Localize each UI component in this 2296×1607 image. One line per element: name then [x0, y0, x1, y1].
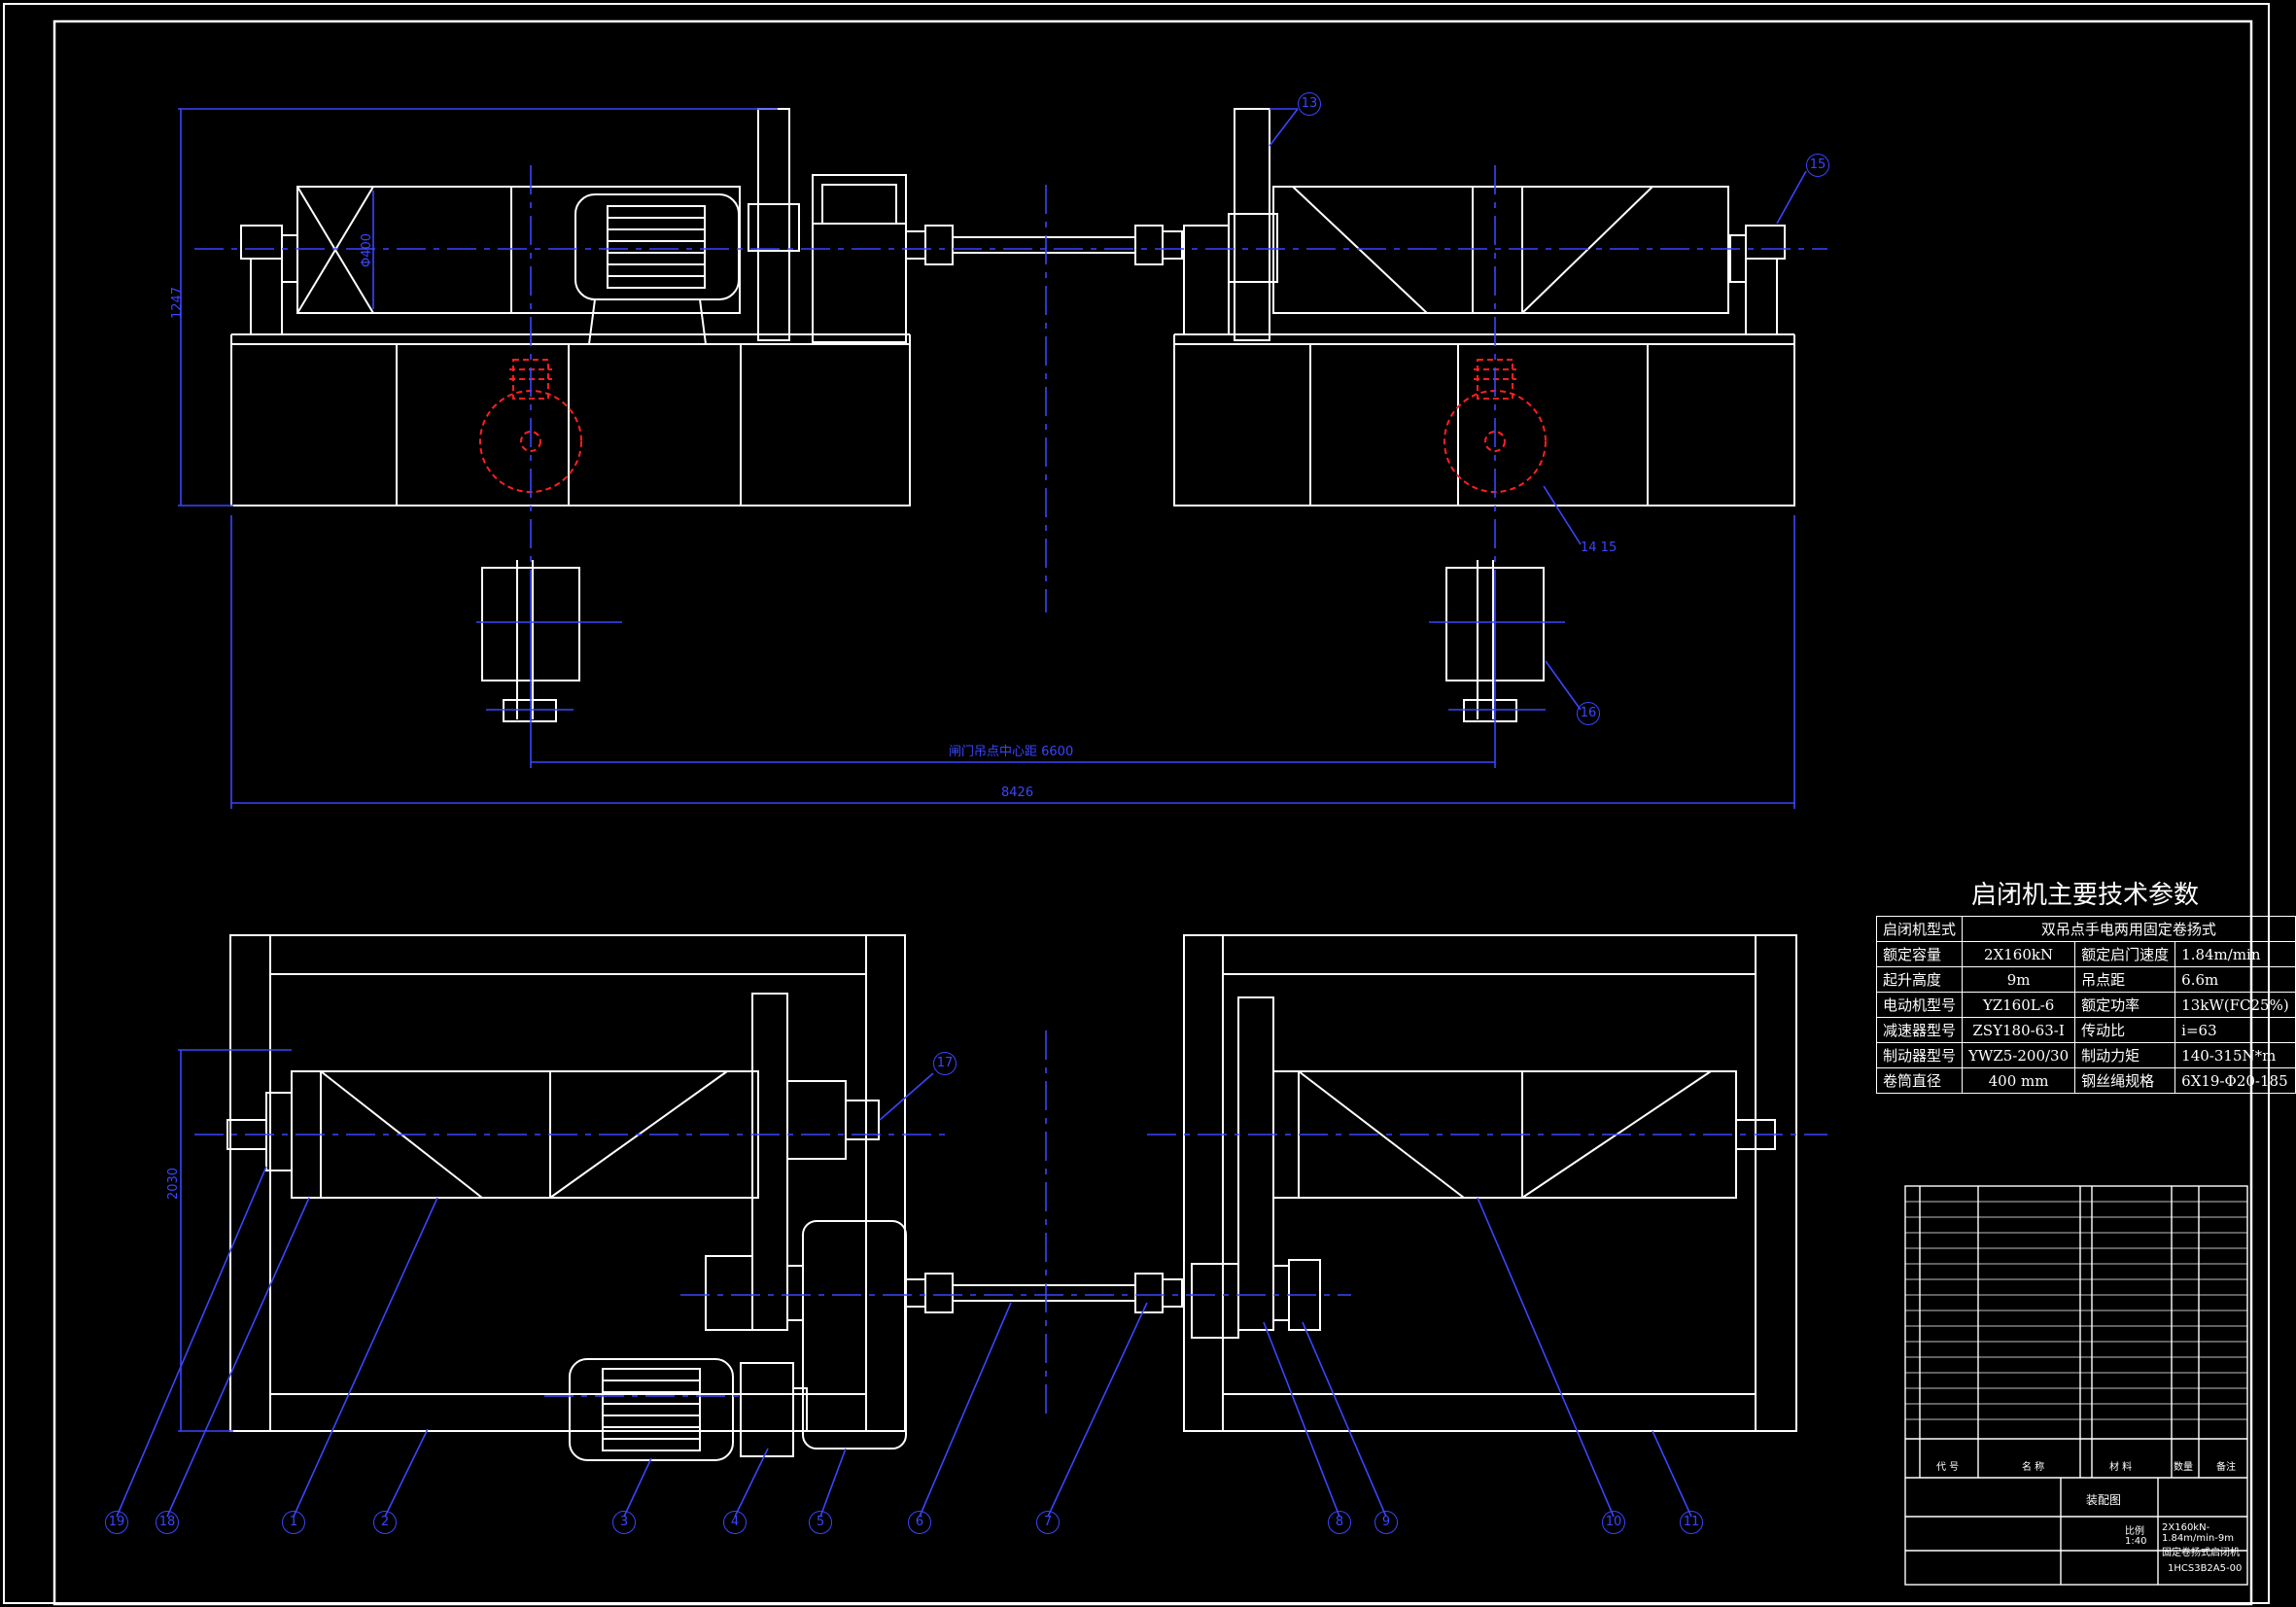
- spec-value: 双吊点手电两用固定卷扬式: [1962, 916, 2296, 942]
- spec-label: 额定启门速度: [2074, 941, 2176, 967]
- spec-value: 1.84m/min: [2174, 941, 2296, 967]
- callout-17: 17: [933, 1052, 957, 1075]
- spec-row: 制动器型号 YWZ5-200/30 制动力矩 140-315N*m: [1875, 1042, 2296, 1068]
- right-base-frame: [1173, 343, 1795, 507]
- dim-gate-center: 闸门吊点中心距 6600: [949, 745, 1074, 759]
- callout-1: 1: [282, 1511, 305, 1534]
- spec-row: 卷筒直径 400 mm 钢丝绳规格 6X19-Φ20-185: [1875, 1067, 2296, 1094]
- spec-value: 400 mm: [1962, 1067, 2076, 1094]
- tb-remark-label: 备注: [2216, 1462, 2236, 1473]
- left-gear-column: [757, 108, 790, 341]
- callout-6: 6: [908, 1511, 931, 1534]
- callout-19: 19: [105, 1511, 128, 1534]
- spec-value: 6.6m: [2174, 966, 2296, 993]
- left-reducer: [812, 174, 907, 343]
- spec-row: 启闭机型式 双吊点手电两用固定卷扬式: [1875, 916, 2296, 942]
- spec-value: ZSY180-63-I: [1962, 1017, 2076, 1043]
- callout-8: 8: [1328, 1511, 1351, 1534]
- spec-label: 传动比: [2074, 1017, 2176, 1043]
- spec-label: 起升高度: [1875, 966, 1964, 993]
- right-drum-side: [1272, 186, 1729, 314]
- spec-table: 启闭机型式 双吊点手电两用固定卷扬式 额定容量 2X160kN 额定启门速度 1…: [1875, 916, 2296, 1094]
- callout-18: 18: [156, 1511, 179, 1534]
- spec-label: 启闭机型式: [1875, 916, 1964, 942]
- left-gear-plan: [751, 993, 788, 1331]
- spec-value: i=63: [2174, 1017, 2296, 1043]
- dim-drum-dia: Φ400: [360, 232, 375, 268]
- spec-label: 吊点距: [2074, 966, 2176, 993]
- callout-5: 5: [809, 1511, 832, 1534]
- callout-7: 7: [1036, 1511, 1060, 1534]
- plan-dimension-lines: [116, 1031, 1827, 1518]
- right-gear-plan: [1237, 996, 1274, 1331]
- callout-15: 15: [1806, 154, 1829, 177]
- spec-value: YWZ5-200/30: [1962, 1042, 2076, 1068]
- spec-row: 额定容量 2X160kN 额定启门速度 1.84m/min: [1875, 941, 2296, 967]
- spec-value: 6X19-Φ20-185: [2174, 1067, 2296, 1094]
- tb-qty-label: 数量: [2174, 1462, 2193, 1473]
- spec-label: 卷筒直径: [1875, 1067, 1964, 1094]
- callout-3: 3: [612, 1511, 636, 1534]
- spec-value: 13kW(FC25%): [2174, 992, 2296, 1018]
- callout-11: 11: [1680, 1511, 1703, 1534]
- spec-label: 额定容量: [1875, 941, 1964, 967]
- spec-label: 电动机型号: [1875, 992, 1964, 1018]
- top-dimension-lines: [178, 108, 1827, 809]
- callout-2: 2: [373, 1511, 397, 1534]
- callout-4: 4: [723, 1511, 747, 1534]
- bottom-motor: [569, 1358, 734, 1461]
- tb-name-label: 名 称: [2022, 1462, 2045, 1473]
- right-plan-frame: [1183, 934, 1797, 1432]
- spec-value: 9m: [1962, 966, 2076, 993]
- left-motor: [574, 193, 740, 300]
- right-gear-column: [1234, 108, 1270, 341]
- spec-row: 电动机型号 YZ160L-6 额定功率 13kW(FC25%): [1875, 992, 2296, 1018]
- spec-label: 减速器型号: [1875, 1017, 1964, 1043]
- tb-scale-label: 比例: [2125, 1526, 2144, 1537]
- callout-13: 13: [1298, 92, 1321, 116]
- spec-table-title: 启闭机主要技术参数: [1970, 881, 2199, 910]
- left-plan-frame: [229, 934, 906, 1432]
- tb-code-label: 代 号: [1936, 1462, 1960, 1473]
- plan-view: [226, 934, 1797, 1461]
- left-base-frame: [230, 343, 911, 507]
- spec-row: 起升高度 9m 吊点距 6.6m: [1875, 966, 2296, 993]
- callout-16: 16: [1577, 702, 1600, 725]
- spec-label: 制动器型号: [1875, 1042, 1964, 1068]
- spec-label: 制动力矩: [2074, 1042, 2176, 1068]
- title-block-rows: [1905, 1201, 2247, 1420]
- tb-drawing-name: 装配图: [2086, 1493, 2122, 1507]
- elevation-view: [230, 108, 1795, 722]
- tb-scale: 1:40: [2125, 1536, 2147, 1547]
- spec-value: YZ160L-6: [1962, 992, 2076, 1018]
- dim-total-length: 8426: [1001, 786, 1034, 800]
- tb-drawing-no: 1HCS3B2A5-00: [2168, 1563, 2243, 1574]
- hidden-pulleys: [479, 359, 1547, 493]
- inner-border: [52, 19, 2253, 1606]
- title-block: [1904, 1185, 2248, 1586]
- tb-material-label: 材 料: [2109, 1462, 2133, 1473]
- callout-9: 9: [1374, 1511, 1398, 1534]
- spec-value: 140-315N*m: [2174, 1042, 2296, 1068]
- spec-label: 钢丝绳规格: [2074, 1067, 2176, 1094]
- left-brake-plan: [802, 1220, 907, 1450]
- spec-label: 额定功率: [2074, 992, 2176, 1018]
- tb-title: 2X160kN-1.84m/min-9m 固定卷扬式启闭机: [2162, 1522, 2240, 1558]
- callout-14-15: 14 15: [1581, 541, 1618, 555]
- callout-10: 10: [1602, 1511, 1625, 1534]
- spec-row: 减速器型号 ZSY180-63-I 传动比 i=63: [1875, 1017, 2296, 1043]
- spec-value: 2X160kN: [1962, 941, 2076, 967]
- dim-height: 1247: [170, 286, 186, 320]
- dim-plan-width: 2030: [166, 1167, 182, 1201]
